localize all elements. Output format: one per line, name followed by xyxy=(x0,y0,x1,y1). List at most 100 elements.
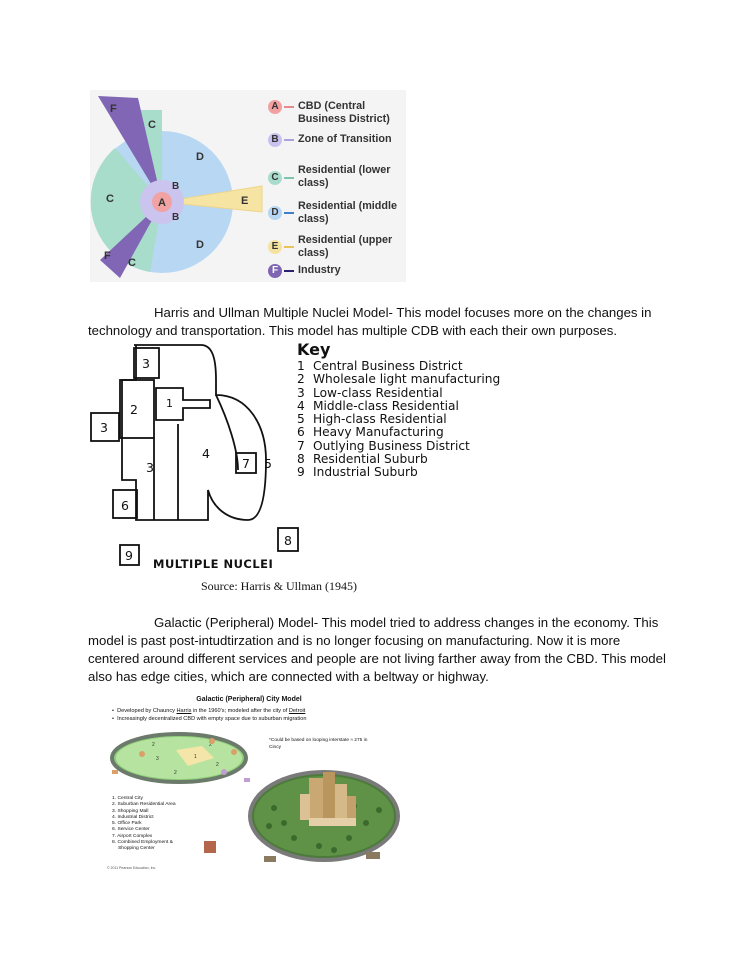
overview-node xyxy=(139,751,145,757)
district-1-cbd xyxy=(155,387,211,421)
svg-text:2: 2 xyxy=(209,742,212,748)
map-label-6: 6 xyxy=(121,498,129,513)
bullet-2-text: Increasingly decentralized CBD with empt… xyxy=(117,716,307,722)
edge-city-building xyxy=(264,856,276,862)
galactic-model-figure: Galactic (Peripheral) City Model • Devel… xyxy=(104,688,400,878)
galactic-legend-item: 7. Airport Complex xyxy=(112,833,153,839)
key-number: 7 xyxy=(297,438,305,453)
key-number: 9 xyxy=(297,465,305,480)
legend-label-e: Residential (upper class) xyxy=(298,234,393,259)
map-label-3-top: 3 xyxy=(142,356,150,371)
map-label-2: 2 xyxy=(130,402,138,417)
key-label: Industrial Suburb xyxy=(313,465,418,480)
map-label-3-left: 3 xyxy=(100,420,108,435)
key-number: 2 xyxy=(297,372,305,387)
district-3-left xyxy=(90,412,120,442)
svg-text:1: 1 xyxy=(194,754,197,760)
svg-text:2: 2 xyxy=(152,742,155,748)
nuclei-key-title: Key xyxy=(297,340,331,359)
overview-edge-node xyxy=(244,778,250,782)
map-label-5: 5 xyxy=(264,456,272,471)
map-label-1: 1 xyxy=(166,397,173,410)
key-label: Outlying Business District xyxy=(313,438,470,453)
legend-dash-b xyxy=(284,139,294,141)
edge-city-building xyxy=(366,852,380,859)
svg-text:2: 2 xyxy=(174,770,177,776)
map-label-7: 7 xyxy=(242,456,250,471)
map-label-9: 9 xyxy=(125,548,133,563)
legend-label-b: Zone of Transition xyxy=(298,133,392,145)
district-8 xyxy=(277,527,299,552)
paragraph-multiple-nuclei: Harris and Ullman Multiple Nuclei Model-… xyxy=(88,304,668,340)
sector-model-diagram: A B B C C C D D E F F xyxy=(90,96,263,278)
overview-node xyxy=(209,738,215,744)
zone-c-label-top: C xyxy=(148,119,156,131)
map-label-8: 8 xyxy=(284,533,292,548)
galactic-legend-item: 2. Suburban Residential Area xyxy=(112,802,176,808)
legend-badge-a: A xyxy=(268,100,282,114)
galactic-bullet-1: • Developed by Chauncy Harris in the 196… xyxy=(112,708,306,714)
key-row: 7 Outlying Business District xyxy=(297,438,500,453)
zone-f-wedge-bottom xyxy=(100,202,162,278)
key-label: Middle-class Residential xyxy=(313,398,459,413)
legend-label-a: CBD (Central Business District) xyxy=(298,100,390,125)
legend-label-d: Residential (middle class) xyxy=(298,200,397,225)
legend-badge-d: D xyxy=(268,206,282,220)
multiple-nuclei-diagram: 3 2 3 1 3 4 7 5 6 8 9 xyxy=(90,344,299,566)
key-row: 1 Central Business District xyxy=(297,359,500,373)
zone-d-label-bottom: D xyxy=(196,239,204,251)
zone-c-label-left: C xyxy=(106,193,114,205)
paragraph-1-text: Harris and Ullman Multiple Nuclei Model-… xyxy=(88,305,652,338)
zone-a-center xyxy=(152,192,172,212)
key-label: High-class Residential xyxy=(313,412,447,427)
key-label: Central Business District xyxy=(313,359,463,373)
bullet-1-detroit: Detroit xyxy=(288,708,306,714)
multiple-nuclei-label: MULTIPLE NUCLEI xyxy=(153,557,274,571)
legend-dash-d xyxy=(284,212,294,214)
zone-b-label-top: B xyxy=(172,181,179,192)
district-6 xyxy=(112,489,138,519)
zone-f-label-bottom: F xyxy=(104,250,111,262)
bullet-1-text-b: in the 1960's; modeled after the city of xyxy=(191,708,289,714)
paragraph-galactic: Galactic (Peripheral) Model- This model … xyxy=(88,614,668,686)
galactic-copyright: © 2011 Pearson Education, Inc. xyxy=(107,866,157,870)
overview-node xyxy=(221,769,227,775)
key-row: 8 Residential Suburb xyxy=(297,452,500,467)
zone-a-label: A xyxy=(158,197,166,209)
overview-central-city xyxy=(176,746,214,766)
key-row: 9 Industrial Suburb xyxy=(297,465,500,480)
galactic-legend-item: 1. Central City xyxy=(112,796,143,801)
legend-badge-e: E xyxy=(268,240,282,254)
legend-dash-e xyxy=(284,246,294,248)
multiple-nuclei-source: Source: Harris & Ullman (1945) xyxy=(201,579,357,593)
key-number: 8 xyxy=(297,452,305,467)
district-5-boundary xyxy=(215,394,239,471)
district-9 xyxy=(119,544,140,566)
legend-badge-c: C xyxy=(268,171,282,185)
legend-badge-f: F xyxy=(268,264,282,278)
key-label: Heavy Manufacturing xyxy=(313,425,444,440)
overview-suburbs xyxy=(116,737,242,779)
key-number: 1 xyxy=(297,359,305,373)
legend-dash-c xyxy=(284,177,294,179)
legend-dash-f xyxy=(284,270,294,272)
edge-city-building xyxy=(204,841,216,853)
galactic-note: *Could be based on looping interstate ≈ … xyxy=(269,738,368,750)
legend-label-f: Industry xyxy=(298,264,341,276)
map-label-4: 4 xyxy=(202,446,210,461)
key-label: Residential Suburb xyxy=(313,452,428,467)
district-7 xyxy=(235,452,257,474)
legend-badge-b: B xyxy=(268,133,282,147)
sector-model-figure: A B B C C C D D E F F xyxy=(90,90,406,282)
key-label: Low-class Residential xyxy=(313,385,443,400)
galactic-legend-item: 8. Combined Employment & xyxy=(112,840,173,846)
overview-edge-node xyxy=(112,770,118,774)
galactic-bullets: • Developed by Chauncy Harris in the 196… xyxy=(112,707,306,723)
zone-f-label-top: F xyxy=(110,103,117,115)
